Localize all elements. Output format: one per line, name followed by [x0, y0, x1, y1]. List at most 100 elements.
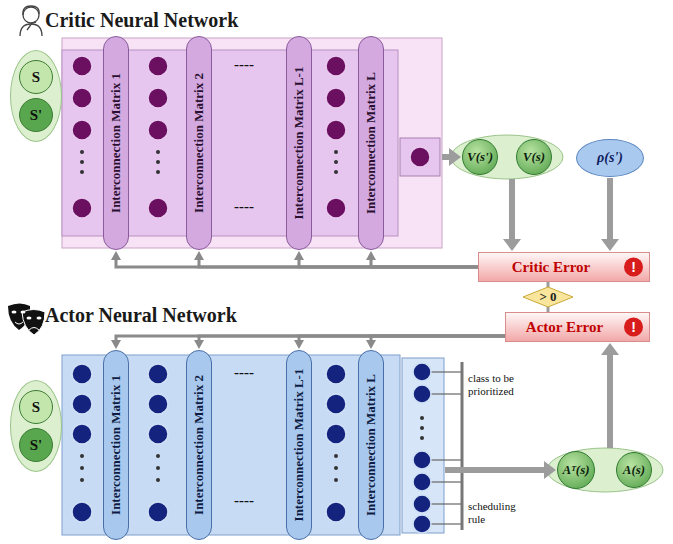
state-circle: S: [19, 390, 53, 424]
critic-neuron: [72, 88, 92, 108]
output-wire: [431, 459, 462, 460]
value-text: Aᵀ(s): [562, 462, 589, 478]
state-input: S S': [10, 50, 62, 142]
output-wire: [431, 371, 462, 372]
value-text: A(s): [623, 462, 645, 478]
actor-neuron: [326, 364, 346, 384]
ellipsis-dot: [334, 454, 338, 458]
actor-neuron: [148, 502, 168, 522]
actor-output-neuron: [413, 495, 431, 513]
critic-neuron: [72, 120, 92, 140]
critic-neuron: [72, 56, 92, 76]
critic-neuron: [148, 198, 168, 218]
output-wire: [431, 481, 462, 482]
connector-arrow: [445, 467, 544, 473]
advantage-group: [547, 448, 663, 492]
panel-title: Actor Neural Network: [45, 303, 237, 327]
actor-neuron: [326, 424, 346, 444]
actor-output-neuron: [413, 451, 431, 469]
connector-arrow: [116, 260, 478, 267]
state-circle: S': [19, 98, 53, 132]
ellipsis-dot: [80, 466, 84, 470]
ellipsis-dot: [156, 478, 160, 482]
critic-neuron: [326, 120, 346, 140]
output-label: scheduling rule: [468, 500, 532, 525]
alert-icon: !: [624, 258, 643, 277]
critic-neuron: [148, 120, 168, 140]
matrix-bar: Interconnection Matrix L: [358, 36, 384, 250]
state-circle: S': [19, 428, 53, 462]
value-circle: A(s): [616, 452, 652, 488]
ellipsis-dot: [80, 160, 84, 164]
ellipsis-dot: [156, 160, 160, 164]
matrix-label: Interconnection Matrix L: [363, 72, 379, 214]
ellipsis-dot: [80, 478, 84, 482]
matrix-label: Interconnection Matrix 1: [108, 73, 124, 213]
reward-text: ρ(s'): [597, 150, 623, 166]
ellipsis-dot: [334, 160, 338, 164]
actor-neuron: [148, 364, 168, 384]
critic-output-neuron: [410, 147, 430, 167]
output-wire: [431, 503, 462, 504]
panel-title: Critic Neural Network: [45, 8, 238, 32]
ellipsis-dot: [334, 466, 338, 470]
output-bar: [461, 362, 464, 530]
actor-neuron: [326, 394, 346, 414]
ellipsis-dot: [80, 454, 84, 458]
matrix-label: Interconnection Matrix L-1: [291, 369, 307, 522]
actor-neuron: [72, 394, 92, 414]
connector-arrow: [299, 336, 505, 340]
ellipsis-dot: [420, 416, 424, 420]
value-group: [451, 135, 563, 179]
matrix-label: Interconnection Matrix 2: [191, 375, 207, 515]
matrix-label: Interconnection Matrix L-1: [291, 67, 307, 220]
critic-output-box: [400, 138, 440, 176]
actor-neuron: [326, 502, 346, 522]
ellipsis-dot: [156, 150, 160, 154]
ellipsis-mark: ----: [234, 492, 254, 509]
ellipsis-dot: [420, 436, 424, 440]
matrix-bar: Interconnection Matrix 2: [186, 36, 212, 250]
error-box: Critic Error!: [478, 252, 650, 282]
actor-neuron: [72, 502, 92, 522]
actor-output-box: [402, 358, 444, 533]
critic-neuron: [326, 88, 346, 108]
critic-neuron: [326, 56, 346, 76]
connector-arrow: [547, 282, 550, 287]
actor-output-neuron: [413, 363, 431, 381]
ellipsis-dot: [156, 454, 160, 458]
value-circle: V(s): [516, 139, 552, 175]
thinker-icon: [20, 6, 42, 36]
ellipsis-dot: [334, 170, 338, 174]
matrix-label: Interconnection Matrix 1: [108, 375, 124, 515]
ellipsis-dot: [156, 466, 160, 470]
critic-neuron-field: [62, 50, 398, 236]
ellipsis-mark: ----: [234, 56, 254, 73]
matrix-bar: Interconnection Matrix 1: [103, 36, 129, 250]
actor-output-neuron: [413, 473, 431, 491]
alert-icon: !: [624, 318, 643, 337]
matrix-label: Interconnection Matrix L: [363, 374, 379, 516]
connector-arrow: [299, 260, 478, 267]
connector-arrow: [371, 336, 505, 340]
actor-neuron-field: [62, 355, 400, 535]
matrix-bar: Interconnection Matrix 1: [103, 350, 129, 540]
connector-arrow: [116, 336, 505, 340]
matrix-bar: Interconnection Matrix L-1: [286, 36, 312, 250]
state-circle: S: [19, 60, 53, 94]
connector-arrow: [199, 260, 478, 267]
critic-neuron: [326, 198, 346, 218]
actor-output-neuron: [413, 385, 431, 403]
connector-arrow: [607, 178, 613, 239]
value-circle: V(s'): [462, 139, 498, 175]
connector-arrow: [199, 336, 505, 340]
output-wire: [431, 393, 462, 394]
ellipsis-mark: ----: [234, 198, 254, 215]
connector-arrow: [607, 355, 613, 448]
ellipsis-dot: [334, 478, 338, 482]
value-text: V(s): [523, 149, 545, 165]
connector-arrow: [442, 154, 449, 160]
output-label: class to be prioritized: [468, 372, 532, 397]
value-text: V(s'): [467, 149, 493, 165]
decision-diamond: > 0: [523, 287, 573, 307]
